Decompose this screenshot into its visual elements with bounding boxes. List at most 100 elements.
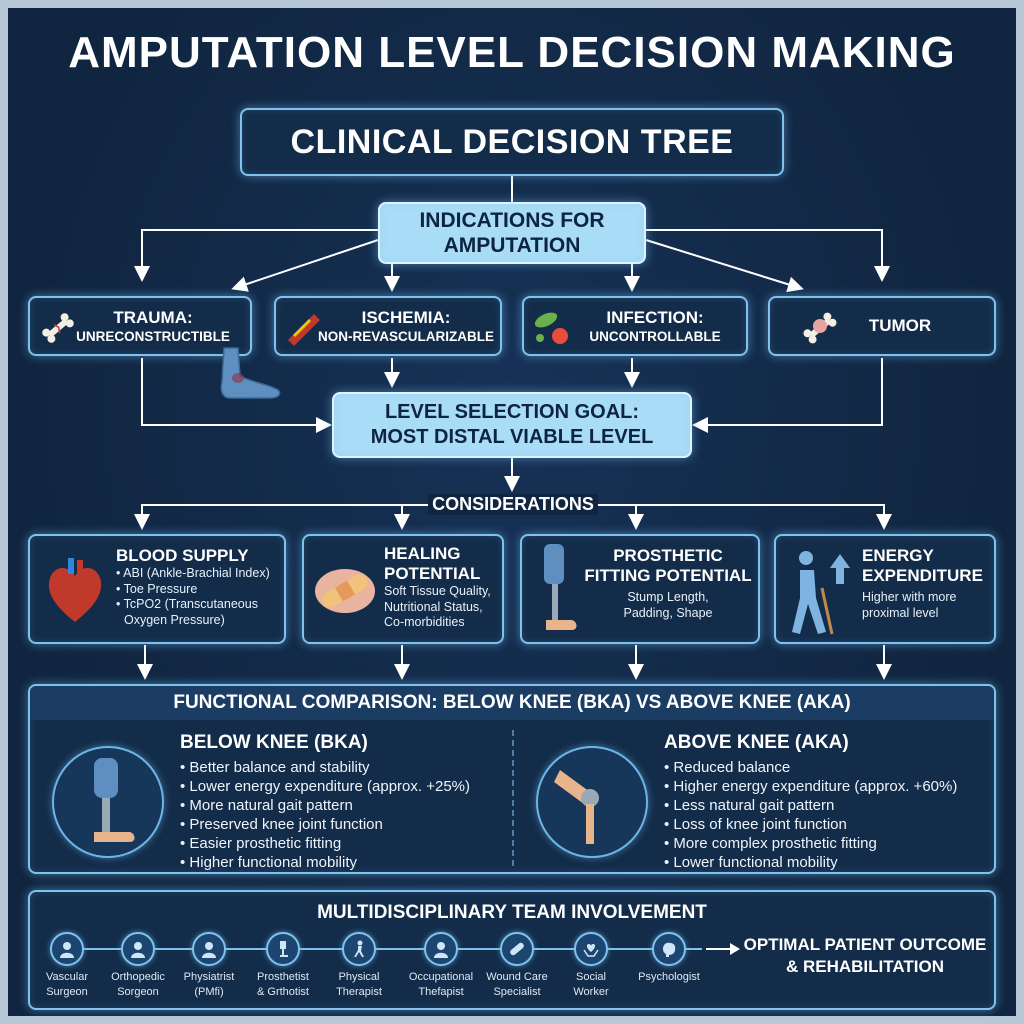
healing-line2: Nutritional Status, <box>384 599 483 614</box>
member-label-1: Physiatrist <box>183 971 235 983</box>
category-tumor-title: TUMOR <box>868 316 932 335</box>
bka-item: Easier prosthetic fitting <box>180 834 500 853</box>
bka-item: Preserved knee joint function <box>180 815 500 834</box>
hands-heart-icon <box>574 932 608 966</box>
exercise-icon <box>342 932 376 966</box>
bone-icon <box>42 313 74 343</box>
healing-line3: Co-morbidities <box>384 615 465 629</box>
member-label-2: Specialist <box>493 986 541 998</box>
team-member-physiatrist: Physiatrist (PMfi) <box>174 932 244 999</box>
heart-icon <box>48 558 102 622</box>
considerations-label: CONSIDERATIONS <box>428 494 598 515</box>
aka-item: Loss of knee joint function <box>664 815 984 834</box>
blood-supply-line2: • Toe Pressure <box>116 581 198 596</box>
artery-icon <box>288 314 320 346</box>
level-selection-goal-box: LEVEL SELECTION GOAL: MOST DISTAL VIABLE… <box>332 392 692 458</box>
aka-title: ABOVE KNEE (AKA) <box>664 732 849 753</box>
aka-item: More complex prosthetic fitting <box>664 834 984 853</box>
prosthetic-icon <box>266 932 300 966</box>
bandage-icon <box>500 932 534 966</box>
bka-item: Lower energy expenditure (approx. +25%) <box>180 777 500 796</box>
healing-title1: HEALING <box>384 544 461 563</box>
team-member-social-worker: Social Worker <box>556 932 626 999</box>
bandage-icon <box>315 569 375 613</box>
member-label-1: Physical <box>338 971 380 983</box>
prosthetic-leg-icon <box>544 544 577 630</box>
bka-item: More natural gait pattern <box>180 796 500 815</box>
outcome-line1: OPTIMAL PATIENT OUTCOME <box>743 935 987 954</box>
aka-illustration <box>536 746 648 858</box>
energy-line2: proximal level <box>862 605 939 620</box>
main-title: AMPUTATION LEVEL DECISION MAKING <box>68 28 956 77</box>
comparison-heading: FUNCTIONAL COMPARISON: BELOW KNEE (BKA) … <box>30 686 994 720</box>
bka-list: Better balance and stability Lower energ… <box>180 758 500 872</box>
category-infection: INFECTION: UNCONTROLLABLE <box>522 296 748 356</box>
therapist-icon <box>424 932 458 966</box>
foot-icon <box>220 347 281 399</box>
category-tumor: TUMOR <box>768 296 996 356</box>
category-infection-sub: UNCONTROLLABLE <box>589 328 721 344</box>
indications-box: INDICATIONS FOR AMPUTATION <box>378 202 646 264</box>
category-trauma: TRAUMA: UNRECONSTRUCTIBLE <box>28 296 252 356</box>
consideration-blood-supply: BLOOD SUPPLY • ABI (Ankle-Brachial Index… <box>28 534 286 644</box>
energy-line1: Higher with more <box>862 590 957 604</box>
member-label-1: Occupational <box>408 971 474 983</box>
below-knee-prosthesis-icon <box>94 758 135 842</box>
blood-supply-line1: • ABI (Ankle-Brachial Index) <box>116 566 270 580</box>
aka-item: Less natural gait pattern <box>664 796 984 815</box>
outcome-arrow-icon <box>706 943 740 955</box>
member-label-1: Psychologist <box>638 971 700 983</box>
category-trauma-title: TRAUMA: <box>113 307 193 327</box>
category-infection-title: INFECTION: <box>606 307 704 327</box>
aka-item: Lower functional mobility <box>664 853 984 872</box>
member-label-2: (PMfi) <box>194 986 224 998</box>
team-member-orthopedic-surgeon: Orthopedic Sorgeon <box>103 932 173 999</box>
surgeon-icon <box>50 932 84 966</box>
member-label-2: & Grthotist <box>257 986 309 998</box>
prosthetic-line1: Stump Length, <box>627 590 709 604</box>
category-trauma-sub: UNRECONSTRUCTIBLE <box>76 328 230 344</box>
member-label-2: Sorgeon <box>117 986 159 998</box>
healing-title2: POTENTIAL <box>384 564 481 583</box>
consideration-prosthetic-fitting: PROSTHETIC FITTING POTENTIAL Stump Lengt… <box>520 534 760 644</box>
surgeon-icon <box>121 932 155 966</box>
bka-title: BELOW KNEE (BKA) <box>180 732 368 753</box>
doctor-icon <box>192 932 226 966</box>
prosthetic-line2: Padding, Shape <box>623 605 713 620</box>
team-member-prosthetist: Prosthetist & Grthotist <box>248 932 318 999</box>
team-member-physical-therapist: Physical Therapist <box>324 932 394 999</box>
aka-list: Reduced balance Higher energy expenditur… <box>664 758 984 872</box>
category-ischemia-title: ISCHEMIA: <box>361 307 451 327</box>
member-label-2: Worker <box>573 986 609 998</box>
healing-line1: Soft Tissue Quality, <box>384 584 491 598</box>
member-label-2: Thefapist <box>418 986 464 998</box>
brain-icon <box>652 932 686 966</box>
member-label-2: Therapist <box>336 986 382 998</box>
walking-cane-icon <box>792 551 850 635</box>
bacteria-icon <box>534 312 568 344</box>
functional-comparison-box: FUNCTIONAL COMPARISON: BELOW KNEE (BKA) … <box>28 684 996 874</box>
member-label-1: Orthopedic <box>111 971 165 983</box>
prosthetic-title2: FITTING POTENTIAL <box>584 566 752 585</box>
category-ischemia-sub: NON-REVASCULARIZABLE <box>318 328 494 344</box>
decision-tree-box: CLINICAL DECISION TREE <box>240 108 784 176</box>
tumor-bone-icon <box>803 312 837 344</box>
category-ischemia: ISCHEMIA: NON-REVASCULARIZABLE <box>274 296 502 356</box>
blood-supply-line4: Oxygen Pressure) <box>124 612 225 627</box>
outcome-line2: & REHABILITATION <box>785 957 945 976</box>
team-member-occupational-therapist: Occupational Thefapist <box>406 932 476 999</box>
aka-item: Higher energy expenditure (approx. +60%) <box>664 777 984 796</box>
goal-line2: MOST DISTAL VIABLE LEVEL <box>370 426 654 448</box>
goal-line1: LEVEL SELECTION GOAL: <box>384 401 640 423</box>
consideration-healing-potential: HEALING POTENTIAL Soft Tissue Quality, N… <box>302 534 504 644</box>
member-label-1: Vascular <box>46 971 88 983</box>
team-member-vascular-surgeon: Vascular Surgeon <box>32 932 102 999</box>
above-knee-prosthesis-icon <box>554 770 599 844</box>
aka-item: Reduced balance <box>664 758 984 777</box>
indications-line1: INDICATIONS FOR <box>419 209 605 232</box>
team-member-wound-care-specialist: Wound Care Specialist <box>482 932 552 999</box>
blood-supply-line3: • TcPO2 (Transcutaneous <box>116 597 258 611</box>
consideration-energy-expenditure: ENERGY EXPENDITURE Higher with more prox… <box>774 534 996 644</box>
blood-supply-title: BLOOD SUPPLY <box>116 546 249 565</box>
bka-item: Better balance and stability <box>180 758 500 777</box>
